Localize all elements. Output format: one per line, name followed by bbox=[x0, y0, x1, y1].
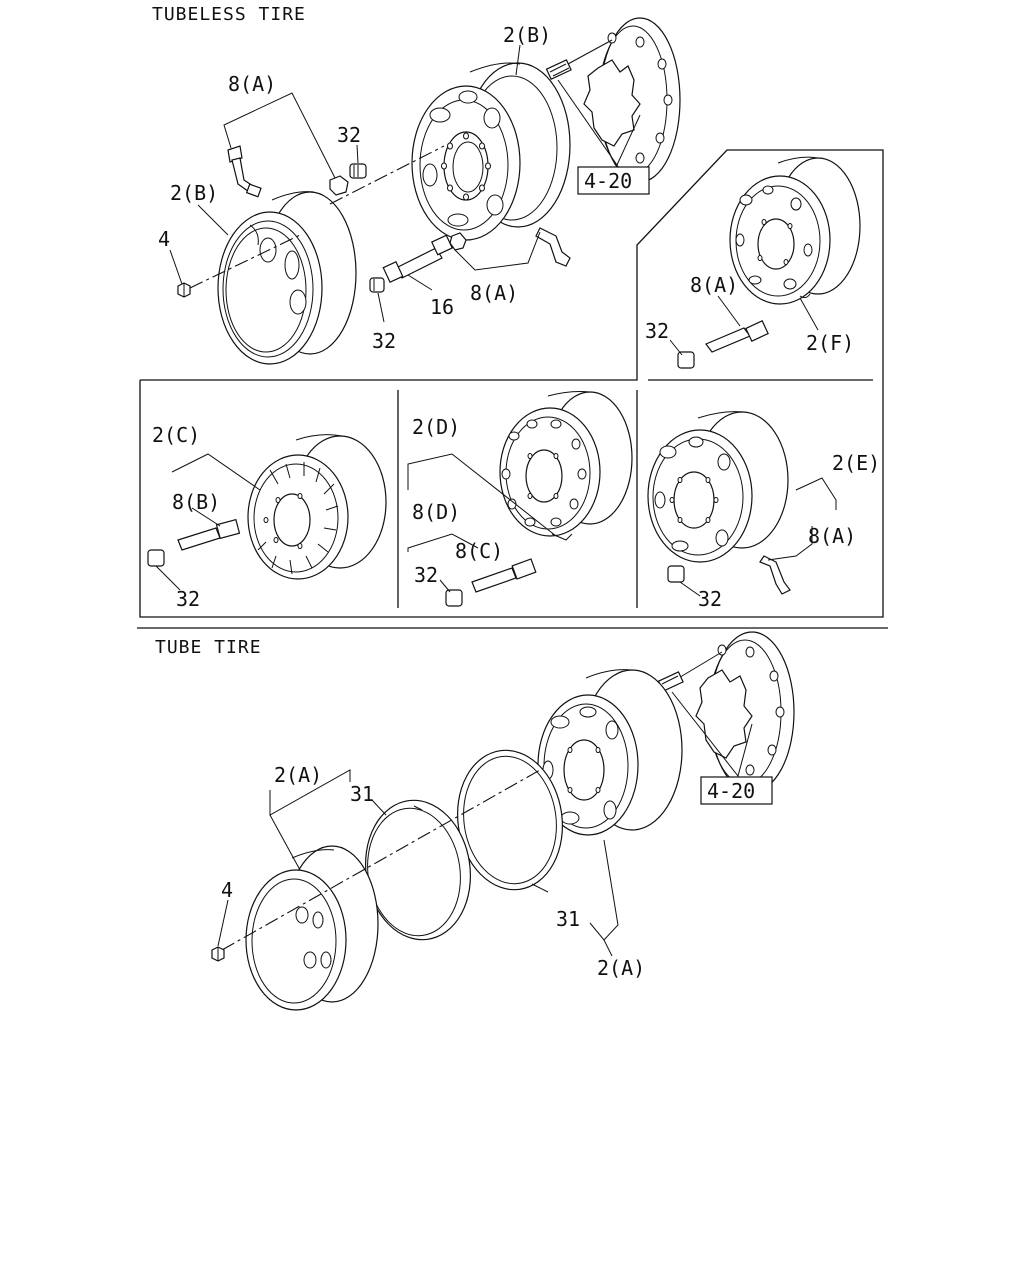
label-4-top: 4 bbox=[158, 227, 170, 251]
wheel-inner-2b bbox=[411, 62, 571, 241]
valve-cap-32-c bbox=[147, 549, 165, 567]
leader-32-f bbox=[669, 339, 683, 356]
label-31-left: 31 bbox=[350, 782, 374, 806]
leader-32-lower bbox=[377, 292, 385, 323]
rim-outer-2a bbox=[245, 845, 379, 1011]
label-8c: 8(C) bbox=[455, 539, 503, 563]
wheel-variant-e bbox=[647, 411, 789, 563]
label-2e: 2(E) bbox=[832, 451, 880, 475]
wheel-outer-2b bbox=[217, 191, 357, 365]
label-4-bottom: 4 bbox=[221, 878, 233, 902]
valve-cap-32-e bbox=[667, 565, 685, 583]
leader-2f bbox=[799, 297, 819, 331]
bracket-8d bbox=[407, 533, 479, 552]
label-2b-left: 2(B) bbox=[170, 181, 218, 205]
axis-line-top-left bbox=[189, 234, 301, 289]
label-32-lower: 32 bbox=[372, 329, 396, 353]
valve-stem-16 bbox=[382, 234, 454, 284]
ref-4-20-top-box bbox=[577, 166, 650, 195]
label-8a-e: 8(A) bbox=[808, 524, 856, 548]
bracket-2a-left-to-rim bbox=[269, 814, 301, 871]
wheel-hub-top bbox=[556, 17, 681, 183]
leader-2b-upper bbox=[515, 44, 521, 76]
leader-8b bbox=[191, 507, 221, 527]
nut-4-top bbox=[177, 282, 191, 298]
label-8b: 8(B) bbox=[172, 490, 220, 514]
tube-section-title: TUBE TIRE bbox=[155, 637, 262, 658]
label-2a-left: 2(A) bbox=[274, 763, 322, 787]
bracket-2e bbox=[795, 477, 837, 510]
leader-16 bbox=[407, 274, 433, 291]
label-8a-f: 8(A) bbox=[690, 273, 738, 297]
valve-stem-8a-e bbox=[759, 555, 791, 595]
label-2f: 2(F) bbox=[806, 331, 854, 355]
nut-4-bottom bbox=[211, 946, 225, 962]
leader-32-e bbox=[679, 581, 701, 597]
valve-stem-8a-upper bbox=[227, 145, 262, 198]
ref-4-20-bottom-label: 4-20 bbox=[707, 779, 755, 803]
label-2d: 2(D) bbox=[412, 415, 460, 439]
leader-32-d bbox=[439, 579, 451, 593]
label-8a-lower: 8(A) bbox=[470, 281, 518, 305]
label-32-e: 32 bbox=[698, 587, 722, 611]
label-31-right: 31 bbox=[556, 907, 580, 931]
wheel-variant-f bbox=[729, 156, 861, 305]
label-2a-right: 2(A) bbox=[597, 956, 645, 980]
variant-frames bbox=[139, 149, 884, 618]
ref-4-20-top-label: 4-20 bbox=[584, 169, 632, 193]
valve-cap-32-lower bbox=[369, 277, 385, 293]
valve-stem-8c bbox=[471, 558, 537, 593]
hub-bolt-bottom bbox=[657, 671, 684, 692]
valve-stem-8a-lower-right bbox=[535, 227, 571, 267]
valve-stem-8a-f bbox=[705, 320, 769, 353]
label-8a-upper: 8(A) bbox=[228, 72, 276, 96]
leader-8a-f bbox=[717, 295, 741, 327]
ref-4-20-top-leader bbox=[557, 79, 641, 167]
valve-cap-32-f bbox=[677, 351, 695, 369]
ref-4-20-bottom-leader bbox=[671, 691, 753, 778]
lock-ring-31-right bbox=[456, 749, 564, 891]
leader-2a-right bbox=[603, 939, 613, 957]
valve-cap-32-upper bbox=[329, 163, 367, 196]
leader-31-left bbox=[371, 799, 387, 816]
leader-31-right bbox=[531, 883, 549, 893]
bracket-2c bbox=[171, 453, 261, 491]
label-32-d: 32 bbox=[414, 563, 438, 587]
bracket-2d bbox=[407, 453, 557, 537]
tubeless-section-title: TUBELESS TIRE bbox=[152, 4, 306, 25]
leader-32-c bbox=[155, 565, 181, 591]
valve-cap-32-d bbox=[445, 589, 463, 607]
axis-line-bottom bbox=[221, 769, 541, 951]
wheel-hub-bottom bbox=[671, 631, 795, 793]
bracket-2a-right bbox=[589, 839, 619, 941]
label-32-upper: 32 bbox=[337, 123, 361, 147]
valve-nut-8a-lower bbox=[449, 232, 467, 251]
valve-stem-8b bbox=[177, 518, 241, 551]
label-32-f: 32 bbox=[645, 319, 669, 343]
leader-4-top bbox=[169, 249, 183, 285]
axis-line-top-mid bbox=[329, 145, 445, 205]
leader-32-upper bbox=[356, 144, 359, 164]
label-8d: 8(D) bbox=[412, 500, 460, 524]
label-16: 16 bbox=[430, 295, 454, 319]
hub-bolt-top bbox=[545, 59, 572, 80]
label-32-c: 32 bbox=[176, 587, 200, 611]
label-2c: 2(C) bbox=[152, 423, 200, 447]
bracket-8a-e bbox=[767, 526, 813, 561]
wheel-variant-c bbox=[247, 434, 387, 580]
leader-4-bottom bbox=[217, 899, 229, 947]
bracket-2a-left-top bbox=[269, 769, 351, 816]
label-2b-upper: 2(B) bbox=[503, 23, 551, 47]
ref-4-20-bottom-box bbox=[700, 776, 773, 805]
leader-2b-left bbox=[197, 204, 229, 236]
bracket-8a-lower bbox=[454, 231, 541, 271]
wheel-variant-d bbox=[499, 391, 633, 541]
bracket-8a-upper bbox=[223, 92, 336, 179]
